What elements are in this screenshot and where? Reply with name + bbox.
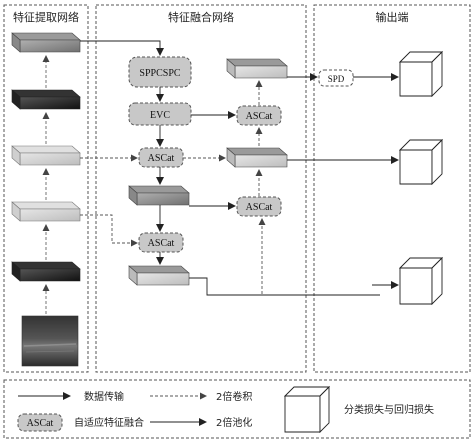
ascat-block-3: ASCat [236,105,282,126]
evc-block: EVC [128,102,192,126]
legend-ascat-symbol: ASCat [27,418,54,429]
fusion-layer-1 [128,185,190,206]
spd-block: SPD [318,69,354,87]
legend-pool: 2倍池化 [150,416,252,429]
backbone-layer-1 [11,32,81,53]
sppcspc-label: SPPCSPC [139,68,180,79]
legend-ascat-label: 自适应特征融合 [74,416,144,429]
output-cube-3 [398,256,444,306]
output-title: 输出端 [376,10,409,24]
output-cube-2 [398,138,444,186]
sppcspc-block: SPPCSPC [128,56,192,88]
feature-fusion-title: 特征融合网络 [168,10,234,24]
legend-ascat: ASCat 自适应特征融合 [17,413,144,432]
evc-label: EVC [150,110,170,121]
ascat-label-4: ASCat [246,202,273,213]
fusion-dashed-links [80,80,266,294]
legend-data-transfer-label: 数据传输 [84,390,124,403]
output-panel [313,4,471,373]
ascat-label-2: ASCat [148,238,175,249]
feature-extraction-title: 特征提取网络 [13,10,79,24]
legend-loss-label: 分类损失与回归损失 [344,403,434,416]
feature-extraction-panel [3,4,89,373]
ascat-block-4: ASCat [236,196,282,217]
fusion-solid-links [80,40,399,296]
legend-upsample: 2倍卷积 [150,390,252,403]
backbone-layer-5 [11,261,81,282]
input-image [21,315,79,367]
ascat-block-2: ASCat [138,232,184,253]
legend-upsample-label: 2倍卷积 [216,390,252,403]
fusion-layer-4 [226,147,288,168]
ascat-label-1: ASCat [148,153,175,164]
legend-data-transfer: 数据传输 [18,390,124,403]
legend-loss-cube [283,385,331,434]
fusion-layer-3 [226,58,288,79]
feature-fusion-panel [95,4,307,373]
legend-box [3,379,471,439]
backbone-layer-3 [11,145,81,166]
ascat-label-3: ASCat [246,111,273,122]
ascat-block-1: ASCat [138,147,184,168]
backbone-layer-2 [11,89,81,110]
backbone-layer-4 [11,201,81,222]
legend-pool-label: 2倍池化 [216,416,252,429]
spd-label: SPD [328,74,345,84]
output-cube-1 [398,50,444,98]
fusion-layer-2 [128,265,190,286]
